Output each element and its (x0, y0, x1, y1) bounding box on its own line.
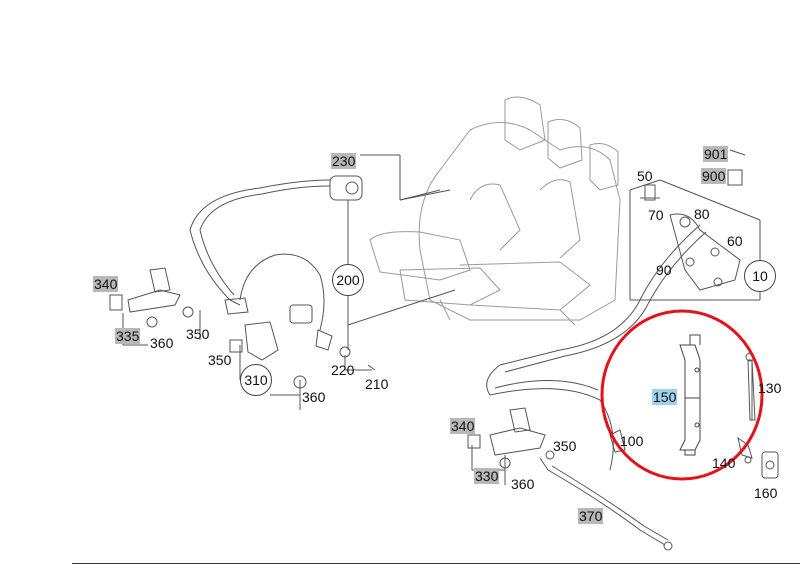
label-160[interactable]: 160 (754, 485, 778, 501)
rear-seat-illustration (369, 96, 621, 326)
leader-lines (122, 154, 761, 485)
left-seat-belt (189, 175, 363, 351)
label-360-a[interactable]: 360 (150, 335, 174, 351)
right-seat-belt (486, 149, 746, 471)
label-350-c[interactable]: 350 (553, 438, 577, 454)
label-370[interactable]: 370 (578, 508, 604, 524)
label-90[interactable]: 90 (656, 262, 672, 278)
label-60[interactable]: 60 (727, 233, 743, 249)
label-200[interactable]: 200 (332, 264, 364, 296)
label-230[interactable]: 230 (331, 153, 357, 169)
label-100[interactable]: 100 (620, 433, 644, 449)
right-small-parts (737, 352, 779, 479)
label-150[interactable]: 150 (652, 389, 678, 405)
label-140[interactable]: 140 (712, 455, 736, 471)
label-10[interactable]: 10 (744, 260, 776, 292)
bottom-divider (72, 563, 800, 564)
label-350-b[interactable]: 350 (208, 352, 232, 368)
right-buckles (467, 407, 673, 551)
label-210[interactable]: 210 (365, 376, 389, 392)
label-340-left[interactable]: 340 (93, 276, 119, 292)
label-340-right[interactable]: 340 (450, 418, 476, 434)
label-900[interactable]: 900 (701, 168, 727, 184)
label-901[interactable]: 901 (703, 146, 729, 162)
label-350-a[interactable]: 350 (186, 326, 210, 342)
label-310[interactable]: 310 (240, 364, 272, 396)
label-70[interactable]: 70 (648, 207, 664, 223)
part-150-bracket (679, 334, 701, 456)
label-130[interactable]: 130 (758, 380, 782, 396)
label-330[interactable]: 330 (474, 468, 500, 484)
label-360-b[interactable]: 360 (302, 389, 326, 405)
red-marking-circle (600, 309, 764, 481)
label-80[interactable]: 80 (694, 206, 710, 222)
label-50[interactable]: 50 (637, 168, 653, 184)
label-360-c[interactable]: 360 (511, 476, 535, 492)
label-220[interactable]: 220 (331, 362, 355, 378)
left-buckles (109, 267, 376, 389)
label-335[interactable]: 335 (115, 328, 141, 344)
